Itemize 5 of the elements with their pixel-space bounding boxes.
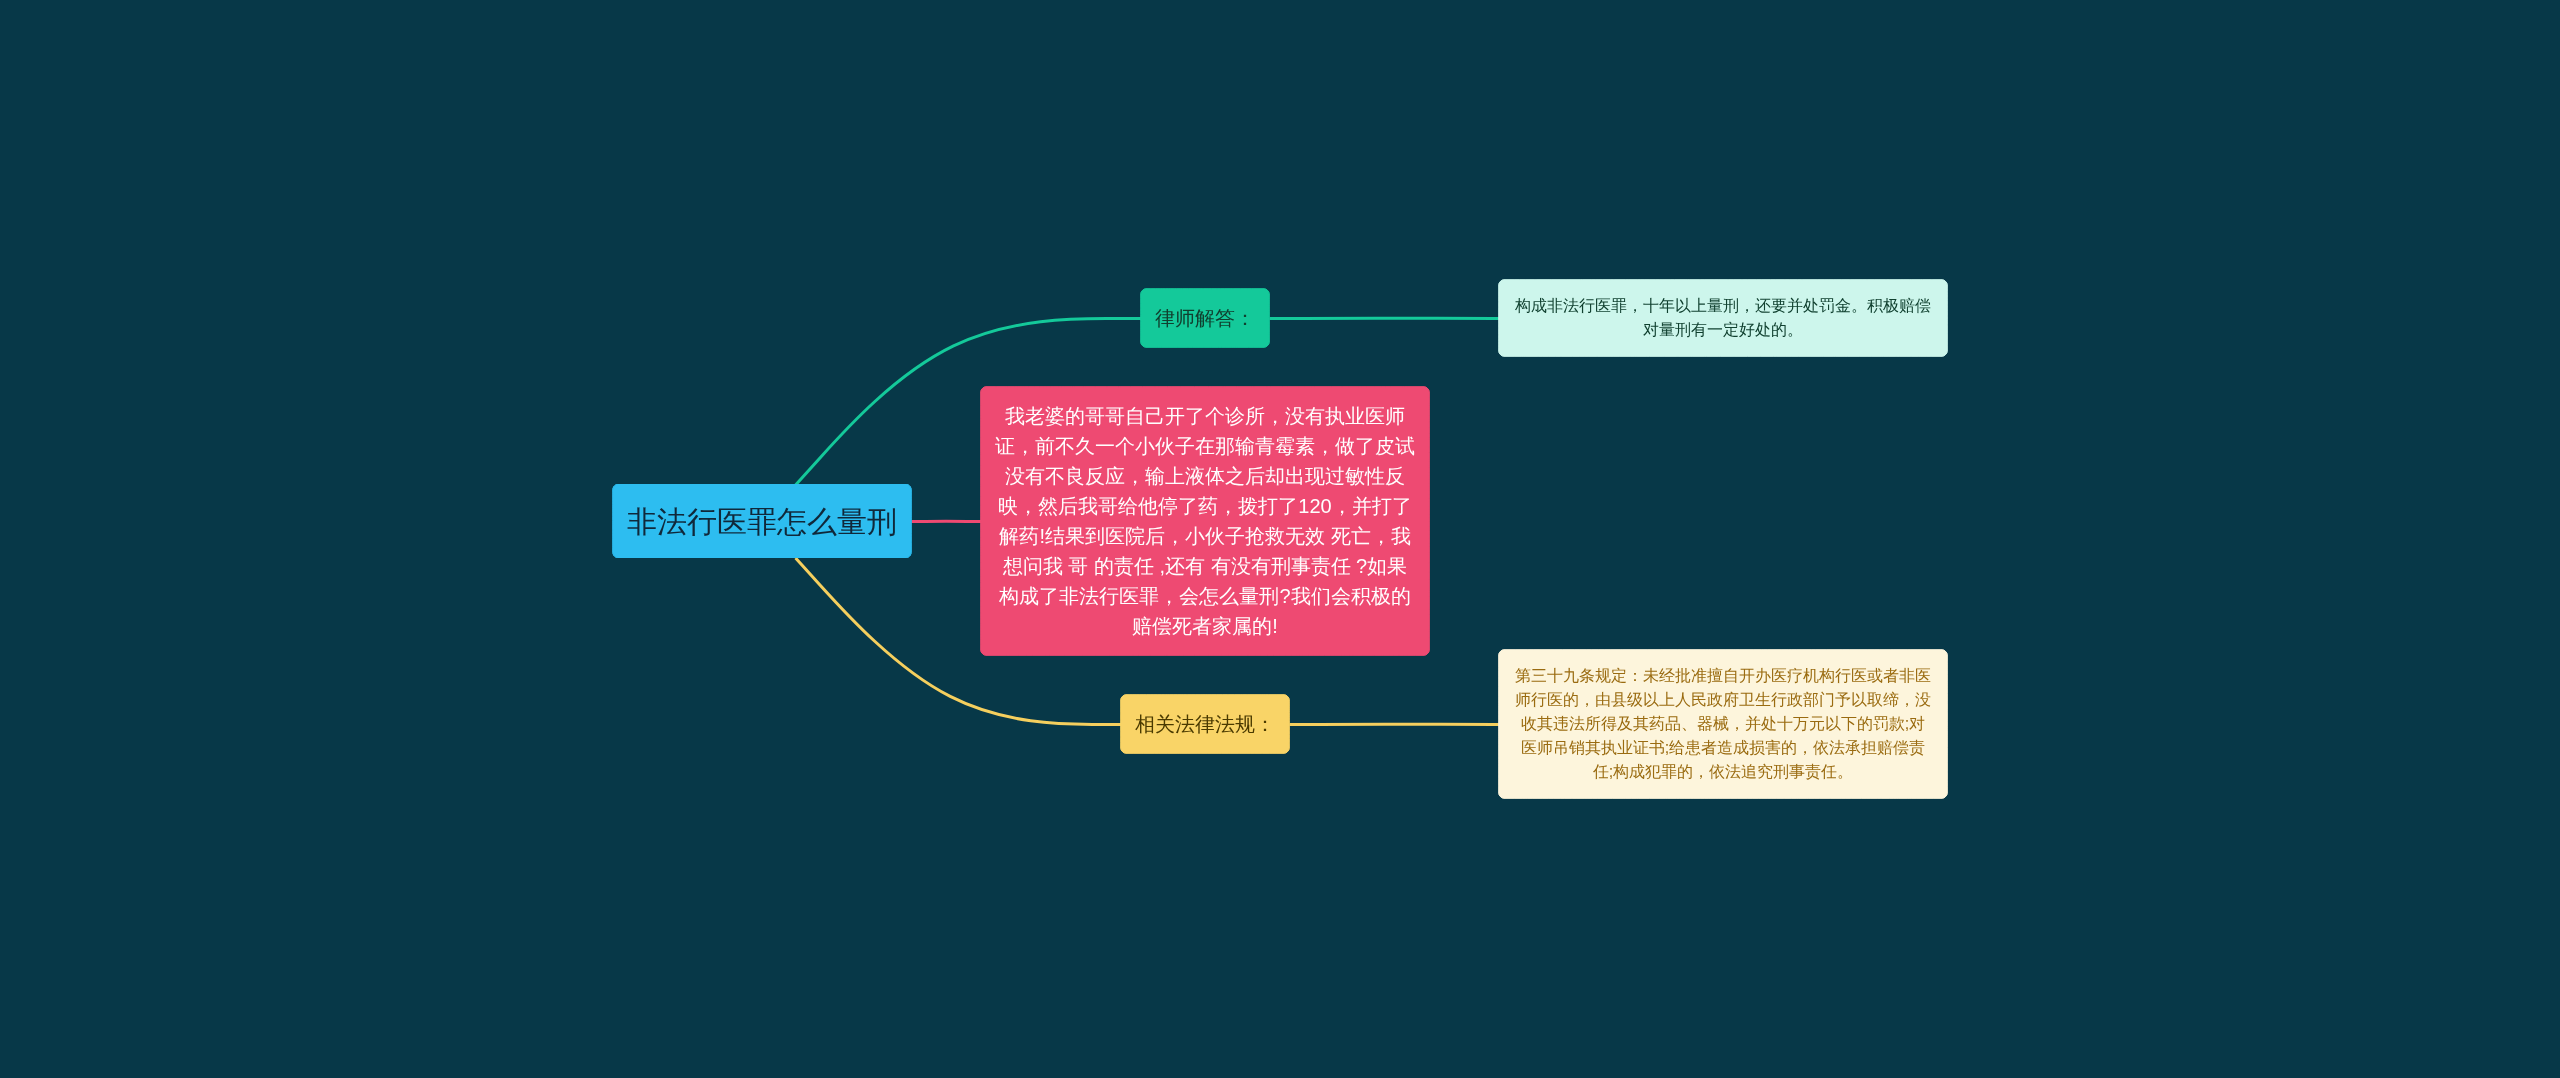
- connector: [1269, 316, 1500, 320]
- connector: [794, 316, 1142, 486]
- connector: [1289, 722, 1500, 726]
- connector: [911, 519, 982, 523]
- connector: [794, 557, 1122, 726]
